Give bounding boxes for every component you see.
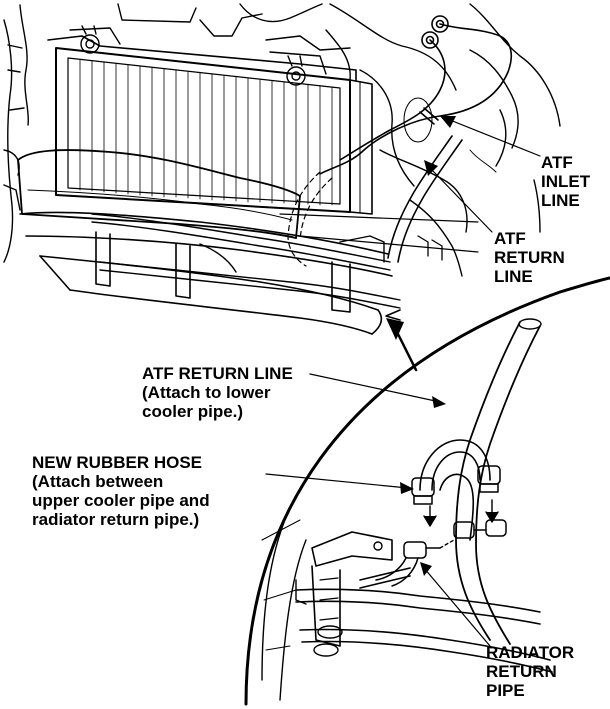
label-line: ATF xyxy=(494,229,526,248)
detail-radiator-tank xyxy=(261,495,393,701)
zoom-indicator-arrow xyxy=(385,309,418,372)
transmission-housing xyxy=(325,3,561,277)
cooler-pipes-upper xyxy=(91,213,401,309)
label-atf-return-line-detail: ATF RETURN LINE (Attach to lower cooler … xyxy=(142,364,293,421)
label-line: radiator return pipe.) xyxy=(32,510,200,529)
label-line: cooler pipe.) xyxy=(142,402,244,421)
detail-flow-arrows xyxy=(423,499,499,549)
radiator-mount-bolts xyxy=(80,25,306,86)
detail-cooler-pipes xyxy=(295,567,553,673)
lower-frame xyxy=(19,211,393,335)
leader-lines-lower xyxy=(265,373,491,647)
label-radiator-return-pipe: RADIATOR RETURN PIPE xyxy=(486,643,574,700)
detail-hose-fittings xyxy=(375,465,507,587)
label-line: LINE xyxy=(494,267,533,286)
radiator-core xyxy=(47,27,373,215)
label-line: RADIATOR xyxy=(486,643,575,662)
label-line: NEW RUBBER HOSE xyxy=(32,453,203,472)
label-line: upper cooler pipe and xyxy=(32,491,210,510)
label-line: ATF xyxy=(541,153,573,172)
label-line: INLET xyxy=(541,172,591,191)
leader-arrowheads-upper xyxy=(424,116,456,176)
engine-bay xyxy=(3,3,351,263)
label-line: (Attach to lower xyxy=(142,383,271,402)
label-line: LINE xyxy=(541,191,580,210)
label-line: (Attach between xyxy=(32,472,164,491)
leader-arrowheads-lower xyxy=(400,396,446,576)
atf-inlet-line xyxy=(319,15,513,175)
label-line: RETURN xyxy=(494,248,565,267)
bumper-beam xyxy=(17,149,301,239)
label-line: PIPE xyxy=(486,681,525,700)
label-atf-inlet-line: ATF INLET LINE xyxy=(541,153,590,210)
leader-lines-upper xyxy=(279,119,541,253)
detail-magnifier xyxy=(244,276,610,706)
label-new-rubber-hose: NEW RUBBER HOSE (Attach between upper co… xyxy=(32,453,210,529)
label-atf-return-line: ATF RETURN LINE xyxy=(494,229,565,286)
label-line: ATF RETURN LINE xyxy=(142,364,293,383)
label-line: RETURN xyxy=(486,662,557,681)
atf-return-line-upper xyxy=(287,135,463,267)
